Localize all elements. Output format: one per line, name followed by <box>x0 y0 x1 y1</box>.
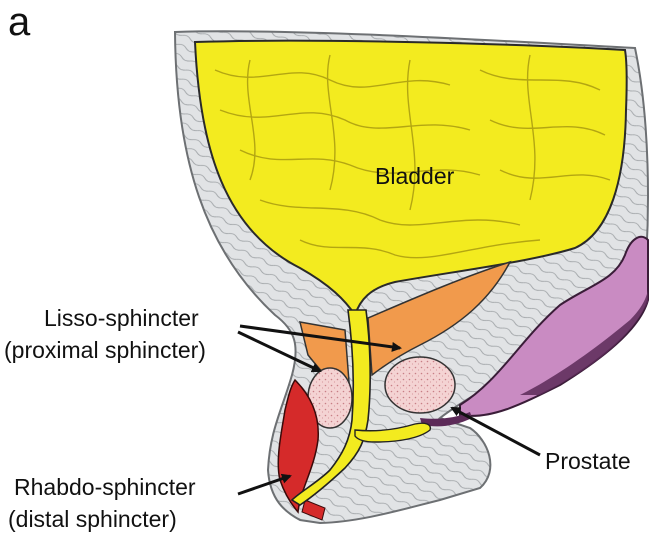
lisso-sphincter-label: Lisso-sphincter <box>44 305 199 332</box>
lisso-sphincter-sublabel: (proximal sphincter) <box>4 337 206 364</box>
prostate-right <box>385 357 455 413</box>
rhabdo-sphincter-sublabel: (distal sphincter) <box>8 506 177 533</box>
panel-letter: a <box>8 0 30 45</box>
bladder-label: Bladder <box>375 163 454 190</box>
rhabdo-sphincter-label: Rhabdo-sphincter <box>14 474 196 501</box>
prostate-label: Prostate <box>545 448 631 475</box>
